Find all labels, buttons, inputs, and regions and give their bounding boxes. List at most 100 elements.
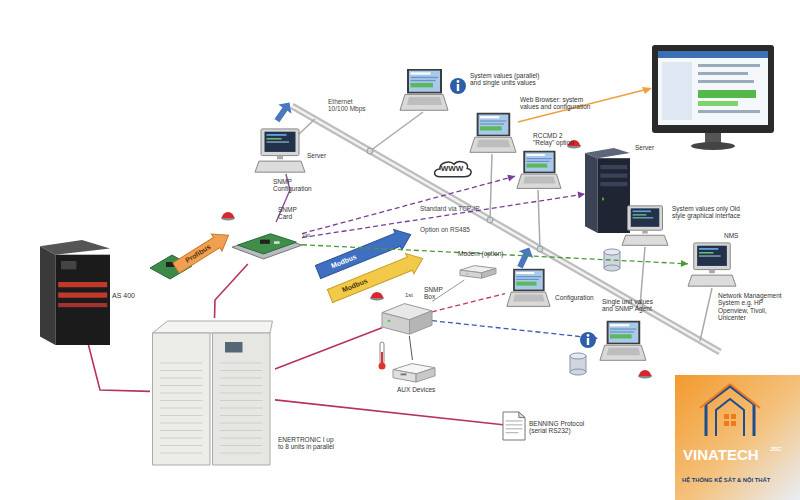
connector [275, 400, 503, 425]
company-logo [730, 384, 760, 408]
internet-cloud: WWW [432, 156, 472, 182]
connector-line [432, 294, 505, 312]
laptop-computer-shape [607, 348, 641, 356]
aux-device-shape [416, 368, 435, 382]
node-label: System values only Old style graphical i… [672, 205, 742, 220]
company-logo [731, 414, 736, 419]
laptop-computer-shape [477, 113, 511, 137]
node-label: AUX Devices [397, 386, 447, 393]
ethernet-backbone [370, 112, 423, 151]
laptop-computer-shape [513, 269, 545, 291]
ups-cabinet-shape [160, 408, 203, 409]
network-label: Option on RS485 [420, 226, 470, 233]
ups-cabinet-shape [160, 378, 203, 379]
server-cabinet-shape [55, 255, 110, 345]
laptop-computer-shape [598, 320, 646, 362]
monitor-screen [698, 110, 760, 113]
profibus-arrow [171, 227, 234, 277]
ups-cabinet-shape [160, 453, 203, 454]
arrow-head [591, 334, 598, 341]
network-label: Ethernet 10/100 Mbps [328, 98, 370, 113]
laptop-computer-shape [400, 94, 448, 110]
upload-arrow [513, 244, 537, 271]
ups-cabinet-shape [150, 318, 275, 468]
modem-box: Modem (option) [460, 262, 496, 280]
modem-box-shape [460, 262, 496, 280]
protocol-document-shape [506, 432, 519, 433]
desktop-computer-shape [628, 206, 663, 230]
ups-cabinet-shape [220, 430, 263, 431]
monitor-screen [642, 87, 652, 94]
laptop-computer-shape [610, 334, 632, 338]
node-label: Network Management System e.g. HP Openvi… [718, 292, 793, 322]
node-label: Web Browser: system values and configura… [520, 96, 592, 111]
laptop-computer-shape [398, 68, 448, 112]
node-label: SNMP Card [278, 206, 310, 221]
thermometer [379, 342, 386, 370]
alarm-beacon [371, 292, 383, 298]
laptop-computer-shape [407, 69, 442, 94]
server-tower-shape [585, 153, 598, 233]
ethernet-backbone [700, 288, 712, 341]
info-icon [457, 84, 459, 91]
network-label: Standard via TCP-IP [420, 205, 480, 212]
connector [409, 336, 412, 360]
desktop-computer-shape [642, 230, 648, 233]
upload-arrow [270, 98, 296, 125]
protocol-document-shape [503, 412, 525, 440]
modem-box-shape [466, 274, 468, 275]
desktop-computer-shape [699, 252, 713, 253]
node-label: Server [307, 152, 337, 159]
desktop-computer: ServerSNMP Configuration [255, 128, 305, 174]
desktop-computer-shape [699, 255, 721, 256]
laptop-computer-shape [525, 152, 554, 171]
laptop-computer-shape [610, 328, 636, 329]
modbus-arrow [326, 248, 427, 306]
database-cylinder [604, 265, 620, 271]
server-cabinet: AS 400 [40, 240, 110, 345]
ups-cabinet-shape [160, 423, 203, 424]
server-cabinet-shape [40, 246, 55, 345]
ups-cabinet-shape [153, 333, 211, 465]
connector-line [275, 400, 503, 425]
snmp-box-shape [410, 311, 433, 334]
monitor-screen [658, 51, 768, 58]
desktop-computer: NMSNetwork Management System e.g. HP Ope… [688, 242, 736, 288]
desktop-computer-shape [277, 156, 283, 160]
info-icon [457, 80, 460, 83]
ups-cabinet-shape [160, 385, 203, 386]
ups-cabinet-shape [220, 363, 263, 364]
monitor-screen [698, 80, 754, 83]
company-logo [675, 375, 800, 500]
server-cabinet-shape [58, 303, 107, 307]
laptop-computer-shape [607, 321, 641, 345]
ups-cabinet-shape [160, 438, 203, 439]
laptop-computer-shape [523, 151, 555, 173]
company-logo [700, 384, 730, 408]
laptop-computer: Single unit values and SNMP Agent [598, 320, 646, 362]
upload-arrow [513, 244, 537, 271]
node-label: RCCMD 2 "Relay" option [533, 132, 585, 147]
monitor-screen [652, 45, 774, 133]
thermometer [380, 342, 384, 364]
monitor-screen [698, 101, 738, 106]
ups-cabinet-shape [220, 415, 263, 416]
ups-cabinet-shape [220, 453, 263, 454]
snmp-card-shape [274, 241, 280, 244]
monitor-screen [518, 45, 774, 150]
desktop-computer-shape [267, 138, 282, 139]
logo-tagline: HỆ THỐNG KỆ SẮT & NỘI THẤT [682, 477, 770, 484]
monitor-screen [662, 62, 692, 120]
unit-number: 1st [302, 232, 310, 239]
snmp-box-shape [382, 300, 432, 336]
node-label: ENERTRONIC I up to 8 units in parallel [278, 436, 340, 451]
ups-cabinet-shape [225, 342, 243, 353]
modem-box-shape [482, 268, 496, 278]
ups-cabinet-shape [220, 385, 263, 386]
company-logo [716, 399, 744, 436]
ethernet-backbone [282, 106, 720, 352]
monitor-screen [518, 89, 648, 122]
thermometer [381, 352, 383, 364]
